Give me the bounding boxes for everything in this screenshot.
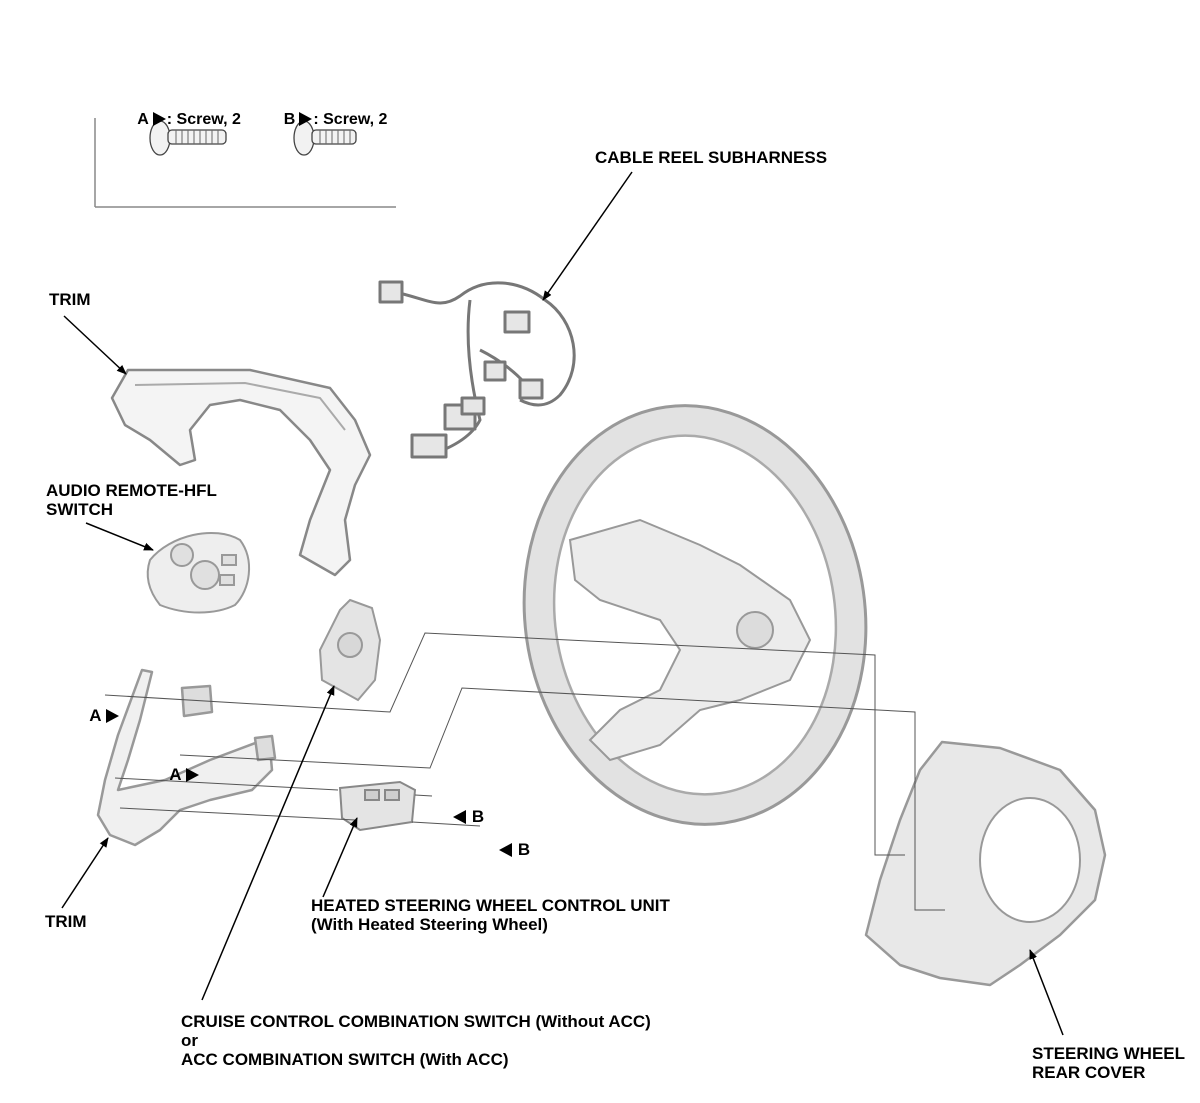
legend-screw-a: A : Screw, 2: [120, 91, 241, 148]
callout-a-lower-letter: A: [169, 765, 182, 784]
audio-remote-switch-part: [146, 532, 251, 614]
cruise-control-switch-part: [318, 598, 382, 702]
heated-control-unit-part: [338, 780, 417, 832]
callout-b-lower-marker-icon: [498, 843, 512, 857]
label-cruise-switch: CRUISE CONTROL COMBINATION SWITCH (Witho…: [181, 1012, 651, 1069]
callout-a-upper-letter: A: [89, 706, 102, 725]
screw-a-icon: [149, 120, 227, 156]
legend-screw-a-letter: A: [137, 111, 149, 128]
rear-cover-part: [864, 740, 1107, 987]
screw-guide-lines: [104, 632, 945, 911]
steering-wheel-part: [522, 404, 868, 826]
label-audio-remote-switch: AUDIO REMOTE-HFL SWITCH: [46, 481, 217, 519]
callout-a-upper-marker-icon: [105, 709, 119, 723]
screw-a-marker-icon: [152, 112, 166, 126]
callout-arrows: [61, 171, 1064, 1036]
label-trim-upper: TRIM: [49, 290, 91, 309]
legend-frame: [94, 118, 396, 208]
callout-b-lower: B: [480, 821, 530, 878]
label-rear-cover: STEERING WHEEL REAR COVER: [1032, 1044, 1186, 1082]
callout-b-upper-letter: B: [471, 807, 485, 826]
callout-a-upper: A: [71, 687, 120, 744]
legend-screw-b: B : Screw, 2: [266, 91, 388, 148]
label-cable-reel-subharness: CABLE REEL SUBHARNESS: [595, 148, 828, 167]
screw-b-icon: [293, 120, 357, 156]
lower-trim-part: [96, 668, 277, 847]
callout-a-lower-marker-icon: [185, 768, 199, 782]
screw-b-marker-icon: [299, 112, 313, 126]
label-trim-lower: TRIM: [45, 912, 87, 931]
callout-b-upper-marker-icon: [452, 810, 466, 824]
upper-trim-part: [110, 368, 372, 577]
label-heated-control-unit: HEATED STEERING WHEEL CONTROL UNIT (With…: [311, 896, 670, 934]
legend-screw-a-text: : Screw, 2: [166, 111, 241, 128]
legend-screw-b-text: : Screw, 2: [313, 111, 388, 128]
callout-a-lower: A: [151, 746, 200, 803]
callout-b-upper: B: [434, 788, 484, 845]
callout-b-lower-letter: B: [517, 840, 531, 859]
cable-reel-subharness-part: [378, 280, 576, 459]
legend-screw-b-letter: B: [283, 111, 296, 128]
